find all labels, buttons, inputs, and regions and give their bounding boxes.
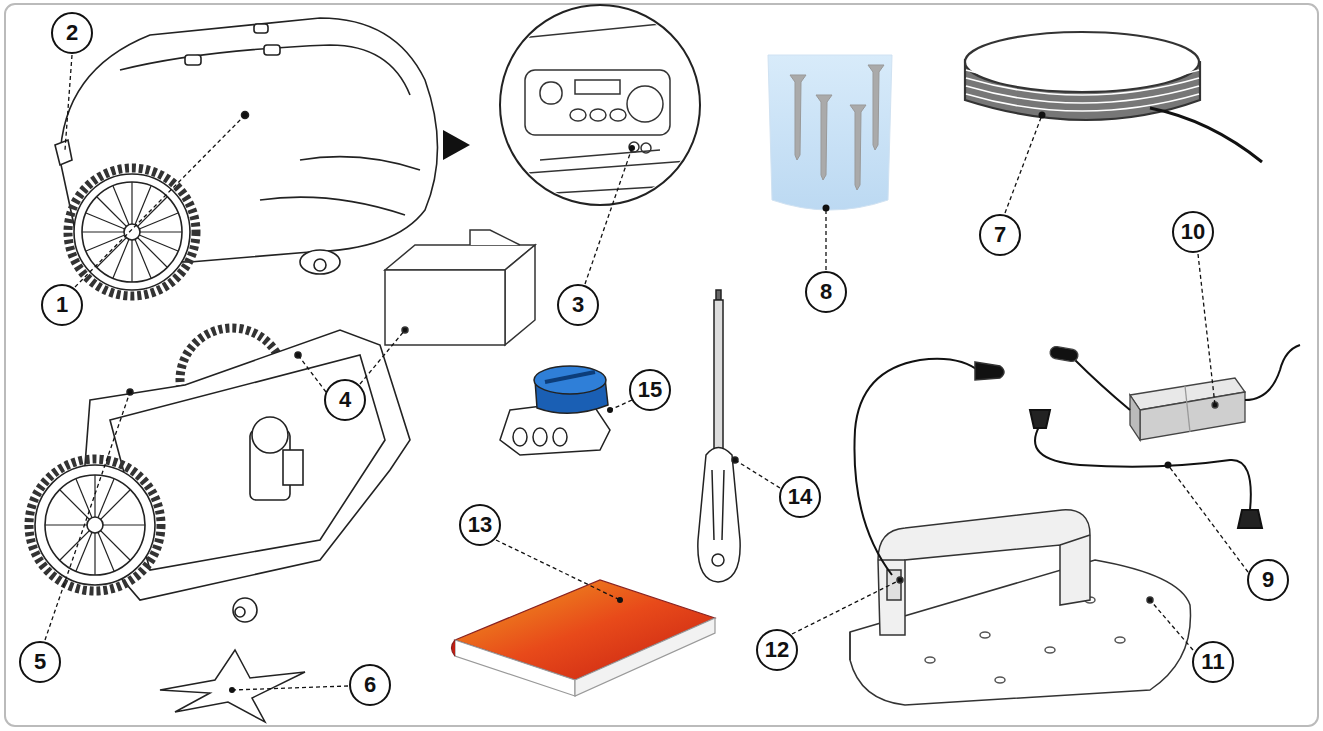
callout-number: 10 bbox=[1181, 221, 1205, 243]
callout-number: 15 bbox=[638, 379, 662, 401]
callout-number: 13 bbox=[468, 514, 492, 536]
callout-circle: 2 bbox=[51, 12, 93, 54]
arrow-symbol bbox=[443, 130, 470, 160]
callout-circle: 15 bbox=[629, 369, 671, 411]
callout-circle: 12 bbox=[756, 629, 798, 671]
callout-number: 3 bbox=[572, 294, 584, 316]
power-supply bbox=[1049, 345, 1300, 440]
pegs-bag bbox=[768, 55, 892, 212]
callout-number: 5 bbox=[34, 651, 46, 673]
mower bbox=[55, 18, 438, 296]
callout-number: 9 bbox=[1262, 569, 1274, 591]
callout-circle: 10 bbox=[1172, 211, 1214, 253]
callout-number: 6 bbox=[364, 674, 376, 696]
callout-circle: 5 bbox=[19, 641, 61, 683]
callout-circle: 3 bbox=[557, 284, 599, 326]
callout-number: 2 bbox=[66, 22, 78, 44]
wire-coil bbox=[965, 32, 1262, 162]
callout-number: 8 bbox=[820, 281, 832, 303]
callout-number: 11 bbox=[1201, 651, 1224, 673]
manual bbox=[452, 580, 716, 696]
display-zoom bbox=[500, 5, 700, 205]
callout-number: 7 bbox=[994, 224, 1006, 246]
callout-number: 14 bbox=[788, 486, 812, 508]
callout-circle: 14 bbox=[779, 476, 821, 518]
leader-lines bbox=[45, 55, 1248, 690]
screwdriver bbox=[698, 290, 740, 582]
callout-circle: 1 bbox=[41, 284, 83, 326]
callout-circle: 11 bbox=[1192, 641, 1234, 683]
callout-circle: 13 bbox=[459, 504, 501, 546]
callout-number: 1 bbox=[56, 294, 68, 316]
callout-circle: 7 bbox=[979, 214, 1021, 256]
wire-connector bbox=[500, 366, 613, 455]
callout-circle: 9 bbox=[1247, 559, 1289, 601]
callout-number: 4 bbox=[339, 389, 351, 411]
callout-number: 12 bbox=[765, 639, 789, 661]
blade bbox=[160, 650, 305, 722]
frame bbox=[5, 4, 1318, 726]
battery bbox=[385, 230, 535, 345]
chassis bbox=[29, 328, 410, 622]
callout-circle: 8 bbox=[805, 271, 847, 313]
callout-circle: 6 bbox=[349, 664, 391, 706]
charging-base bbox=[850, 359, 1191, 705]
callout-circle: 4 bbox=[324, 379, 366, 421]
